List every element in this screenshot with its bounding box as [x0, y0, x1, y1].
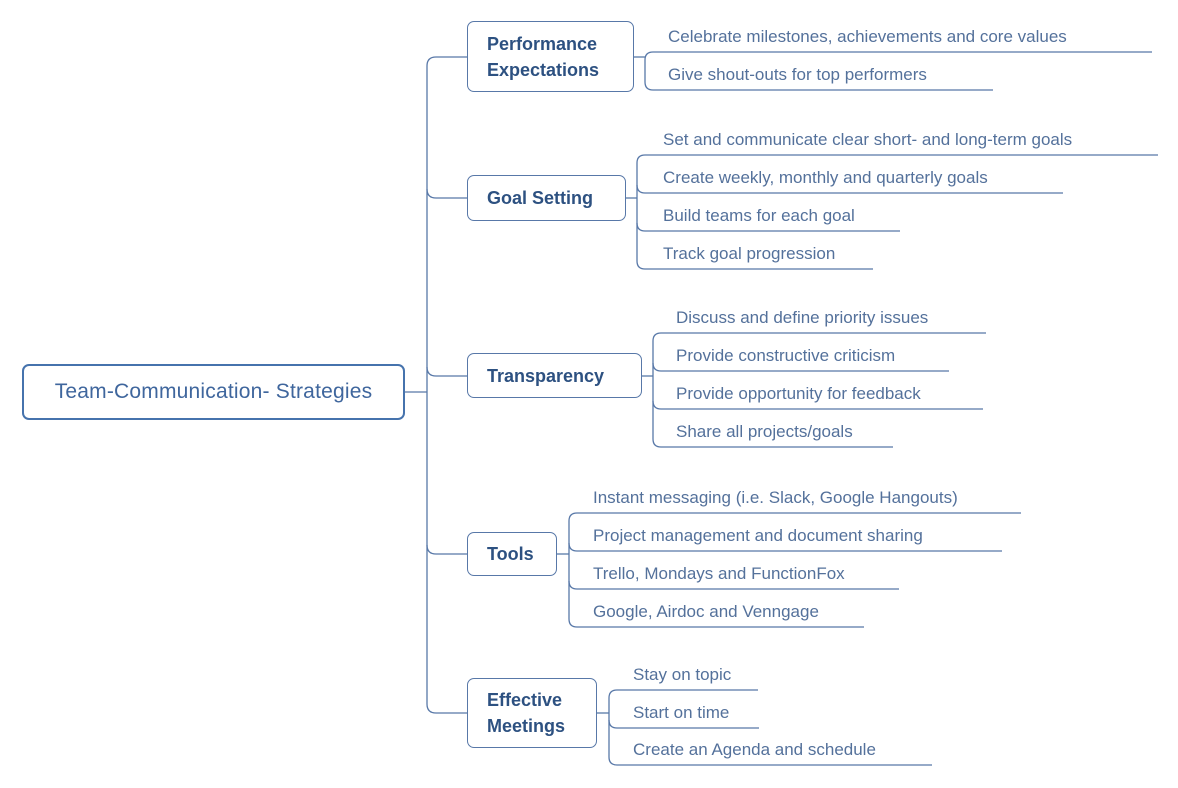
leaf-item[interactable]: Celebrate milestones, achievements and c… — [668, 27, 1067, 46]
branch-node-performance-expectations[interactable]: Performance Expectations — [467, 21, 634, 92]
branch-node-label: Performance Expectations — [487, 33, 600, 80]
children-bus-transparency — [652, 332, 986, 448]
children-bus-goal-setting — [636, 154, 1158, 270]
children-bus-effective-meetings — [608, 689, 932, 766]
child-join-goal-setting-3 — [636, 222, 900, 232]
children-bus-performance-expectations — [644, 51, 1152, 91]
leaf-item[interactable]: Trello, Mondays and FunctionFox — [593, 564, 845, 583]
child-join-tools-3 — [568, 580, 899, 590]
leaf-item[interactable]: Stay on topic — [633, 665, 732, 684]
trunk-stub-goal-setting — [426, 188, 467, 199]
root-node[interactable]: Team-Communication- Strategies — [22, 364, 405, 420]
child-join-tools-2 — [568, 542, 1002, 552]
leaf-item[interactable]: Give shout-outs for top performers — [668, 65, 927, 84]
leaf-item[interactable]: Project management and document sharing — [593, 526, 923, 545]
branch-node-effective-meetings[interactable]: Effective Meetings — [467, 678, 597, 748]
child-join-effective-meetings-2 — [608, 719, 759, 729]
branch-node-label: Goal Setting — [487, 188, 594, 208]
leaf-item[interactable]: Discuss and define priority issues — [676, 308, 929, 327]
leaf-item[interactable]: Track goal progression — [663, 244, 836, 263]
leaf-item[interactable]: Share all projects/goals — [676, 422, 853, 441]
branch-node-goal-setting[interactable]: Goal Setting — [467, 175, 626, 221]
branch-node-tools[interactable]: Tools — [467, 532, 557, 576]
leaf-item[interactable]: Instant messaging (i.e. Slack, Google Ha… — [593, 488, 958, 507]
child-join-transparency-2 — [652, 362, 949, 372]
trunk-stub-tools — [426, 544, 467, 555]
branch-node-transparency[interactable]: Transparency — [467, 353, 642, 398]
trunk-connector — [426, 56, 467, 714]
leaf-item[interactable]: Build teams for each goal — [663, 206, 855, 225]
leaf-item[interactable]: Create weekly, monthly and quarterly goa… — [663, 168, 988, 187]
branch-node-label: Effective Meetings — [487, 690, 566, 736]
leaf-item[interactable]: Provide opportunity for feedback — [676, 384, 921, 403]
leaf-item[interactable]: Set and communicate clear short- and lon… — [663, 130, 1073, 149]
trunk-stub-transparency — [426, 366, 467, 377]
branch-node-label: Transparency — [487, 365, 605, 386]
leaf-item[interactable]: Start on time — [633, 703, 730, 722]
leaf-item[interactable]: Google, Airdoc and Venngage — [593, 602, 819, 621]
branch-node-label: Tools — [487, 544, 534, 564]
child-join-goal-setting-2 — [636, 184, 1063, 194]
root-node-label: Team-Communication- Strategies — [54, 380, 373, 403]
leaf-item[interactable]: Create an Agenda and schedule — [633, 740, 876, 759]
child-join-transparency-3 — [652, 400, 983, 410]
leaf-item[interactable]: Provide constructive criticism — [676, 346, 896, 365]
children-bus-tools — [568, 512, 1021, 628]
